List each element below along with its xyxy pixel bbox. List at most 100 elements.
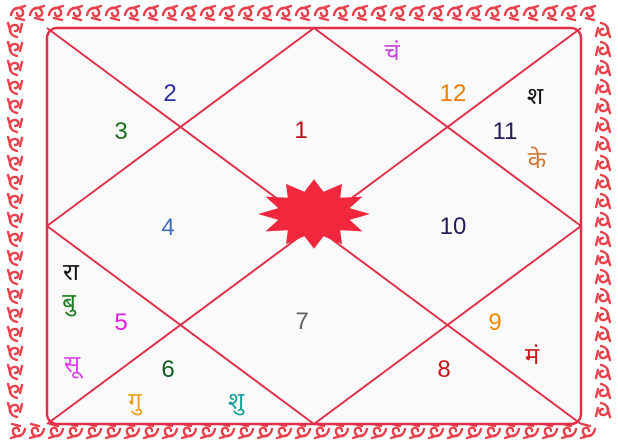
border-ornament-curl xyxy=(596,346,610,360)
house-number-2: 2 xyxy=(163,82,176,106)
border-ornament-curl xyxy=(8,23,22,37)
border-ornament-curl xyxy=(448,424,462,438)
border-ornament-curl xyxy=(410,6,424,20)
border-ornament-curl xyxy=(334,6,348,20)
border-ornament-curl xyxy=(596,61,610,75)
border-ornament-curl xyxy=(596,384,610,398)
border-ornament-curl xyxy=(391,424,405,438)
border-ornament-curl xyxy=(391,6,405,20)
border-ornament-curl xyxy=(87,424,101,438)
border-ornament-curl xyxy=(49,424,63,438)
border-ornament-curl xyxy=(258,6,272,20)
border-ornament-curl xyxy=(144,424,158,438)
border-ornament-curl xyxy=(11,6,25,20)
border-ornament-curl xyxy=(106,424,120,438)
planet-mars: मं xyxy=(525,344,539,368)
planet-venus: शु xyxy=(228,389,244,413)
house-number-3: 3 xyxy=(114,120,127,144)
border-ornament-curl xyxy=(11,424,25,438)
border-ornament-curl xyxy=(8,194,22,208)
planet-moon: चं xyxy=(384,40,399,64)
border-ornament-curl xyxy=(8,156,22,170)
planet-ketu: के xyxy=(528,148,546,172)
planet-mercury: बु xyxy=(62,290,76,314)
border-ornament-curl xyxy=(144,6,158,20)
border-ornament-curl xyxy=(8,42,22,56)
border-ornament-curl xyxy=(106,6,120,20)
house-number-4: 4 xyxy=(161,216,174,240)
border-ornament-curl xyxy=(8,80,22,94)
border-ornament-curl xyxy=(277,6,291,20)
border-ornament-curl xyxy=(8,61,22,75)
house-number-9: 9 xyxy=(488,311,501,335)
border-ornament-curl xyxy=(505,6,519,20)
border-ornament-curl xyxy=(30,424,44,438)
border-ornament-curl xyxy=(201,6,215,20)
house-number-10: 10 xyxy=(440,215,467,239)
border-ornament-curl xyxy=(596,213,610,227)
border-ornament-curl xyxy=(353,6,367,20)
border-ornament-curl xyxy=(486,424,500,438)
border-ornament-curl xyxy=(220,6,234,20)
border-ornament-curl xyxy=(68,6,82,20)
border-ornament-curl xyxy=(201,424,215,438)
border-ornament-curl xyxy=(239,424,253,438)
border-ornament-curl xyxy=(8,99,22,113)
border-ornament-curl xyxy=(596,308,610,322)
border-ornament-curl xyxy=(30,6,44,20)
house-number-1: 1 xyxy=(294,119,307,143)
border-ornament-curl xyxy=(596,137,610,151)
border-ornament-curl xyxy=(543,424,557,438)
border-ornament-curl xyxy=(486,6,500,20)
border-ornament-curl xyxy=(315,424,329,438)
border-ornament-curl xyxy=(8,175,22,189)
border-ornament-curl xyxy=(182,424,196,438)
border-ornament-curl xyxy=(220,424,234,438)
border-ornament-curl xyxy=(581,424,595,438)
border-ornament-curl xyxy=(562,6,576,20)
border-ornament-curl xyxy=(8,289,22,303)
border-ornament-curl xyxy=(8,327,22,341)
border-ornament-curl xyxy=(467,6,481,20)
border-ornament-curl xyxy=(467,424,481,438)
border-ornament-curl xyxy=(8,251,22,265)
border-ornament-curl xyxy=(596,175,610,189)
border-ornament-curl xyxy=(8,384,22,398)
border-ornament-curl xyxy=(87,6,101,20)
border-ornament-curl xyxy=(8,213,22,227)
border-ornament-curl xyxy=(8,137,22,151)
house-number-6: 6 xyxy=(161,358,174,382)
border-ornament-curl xyxy=(429,424,443,438)
border-ornament-curl xyxy=(448,6,462,20)
border-ornament-curl xyxy=(68,424,82,438)
border-ornament-curl xyxy=(125,424,139,438)
planet-saturn: श xyxy=(527,84,543,108)
border-ornament-curl xyxy=(562,424,576,438)
border-ornament-curl xyxy=(524,424,538,438)
border-ornament-curl xyxy=(596,42,610,56)
border-ornament-curl xyxy=(596,156,610,170)
border-ornament-curl xyxy=(8,270,22,284)
border-ornament-curl xyxy=(8,365,22,379)
border-ornament-curl xyxy=(258,424,272,438)
house-number-7: 7 xyxy=(295,310,308,334)
planet-jupiter: गु xyxy=(128,389,142,413)
border-ornament-curl xyxy=(182,6,196,20)
border-ornament-curl xyxy=(8,403,22,417)
border-ornament-curl xyxy=(596,289,610,303)
border-ornament-curl xyxy=(353,424,367,438)
house-number-11: 11 xyxy=(493,120,518,144)
planet-rahu: रा xyxy=(63,260,79,284)
house-number-12: 12 xyxy=(440,82,467,106)
border-ornament-curl xyxy=(8,346,22,360)
house-number-5: 5 xyxy=(114,311,127,335)
border-ornament-curl xyxy=(596,270,610,284)
border-ornament-curl xyxy=(543,6,557,20)
border-ornament-curl xyxy=(410,424,424,438)
border-ornament-curl xyxy=(239,6,253,20)
border-ornament-curl xyxy=(524,6,538,20)
border-ornament-curl xyxy=(8,308,22,322)
border-ornament-curl xyxy=(596,232,610,246)
